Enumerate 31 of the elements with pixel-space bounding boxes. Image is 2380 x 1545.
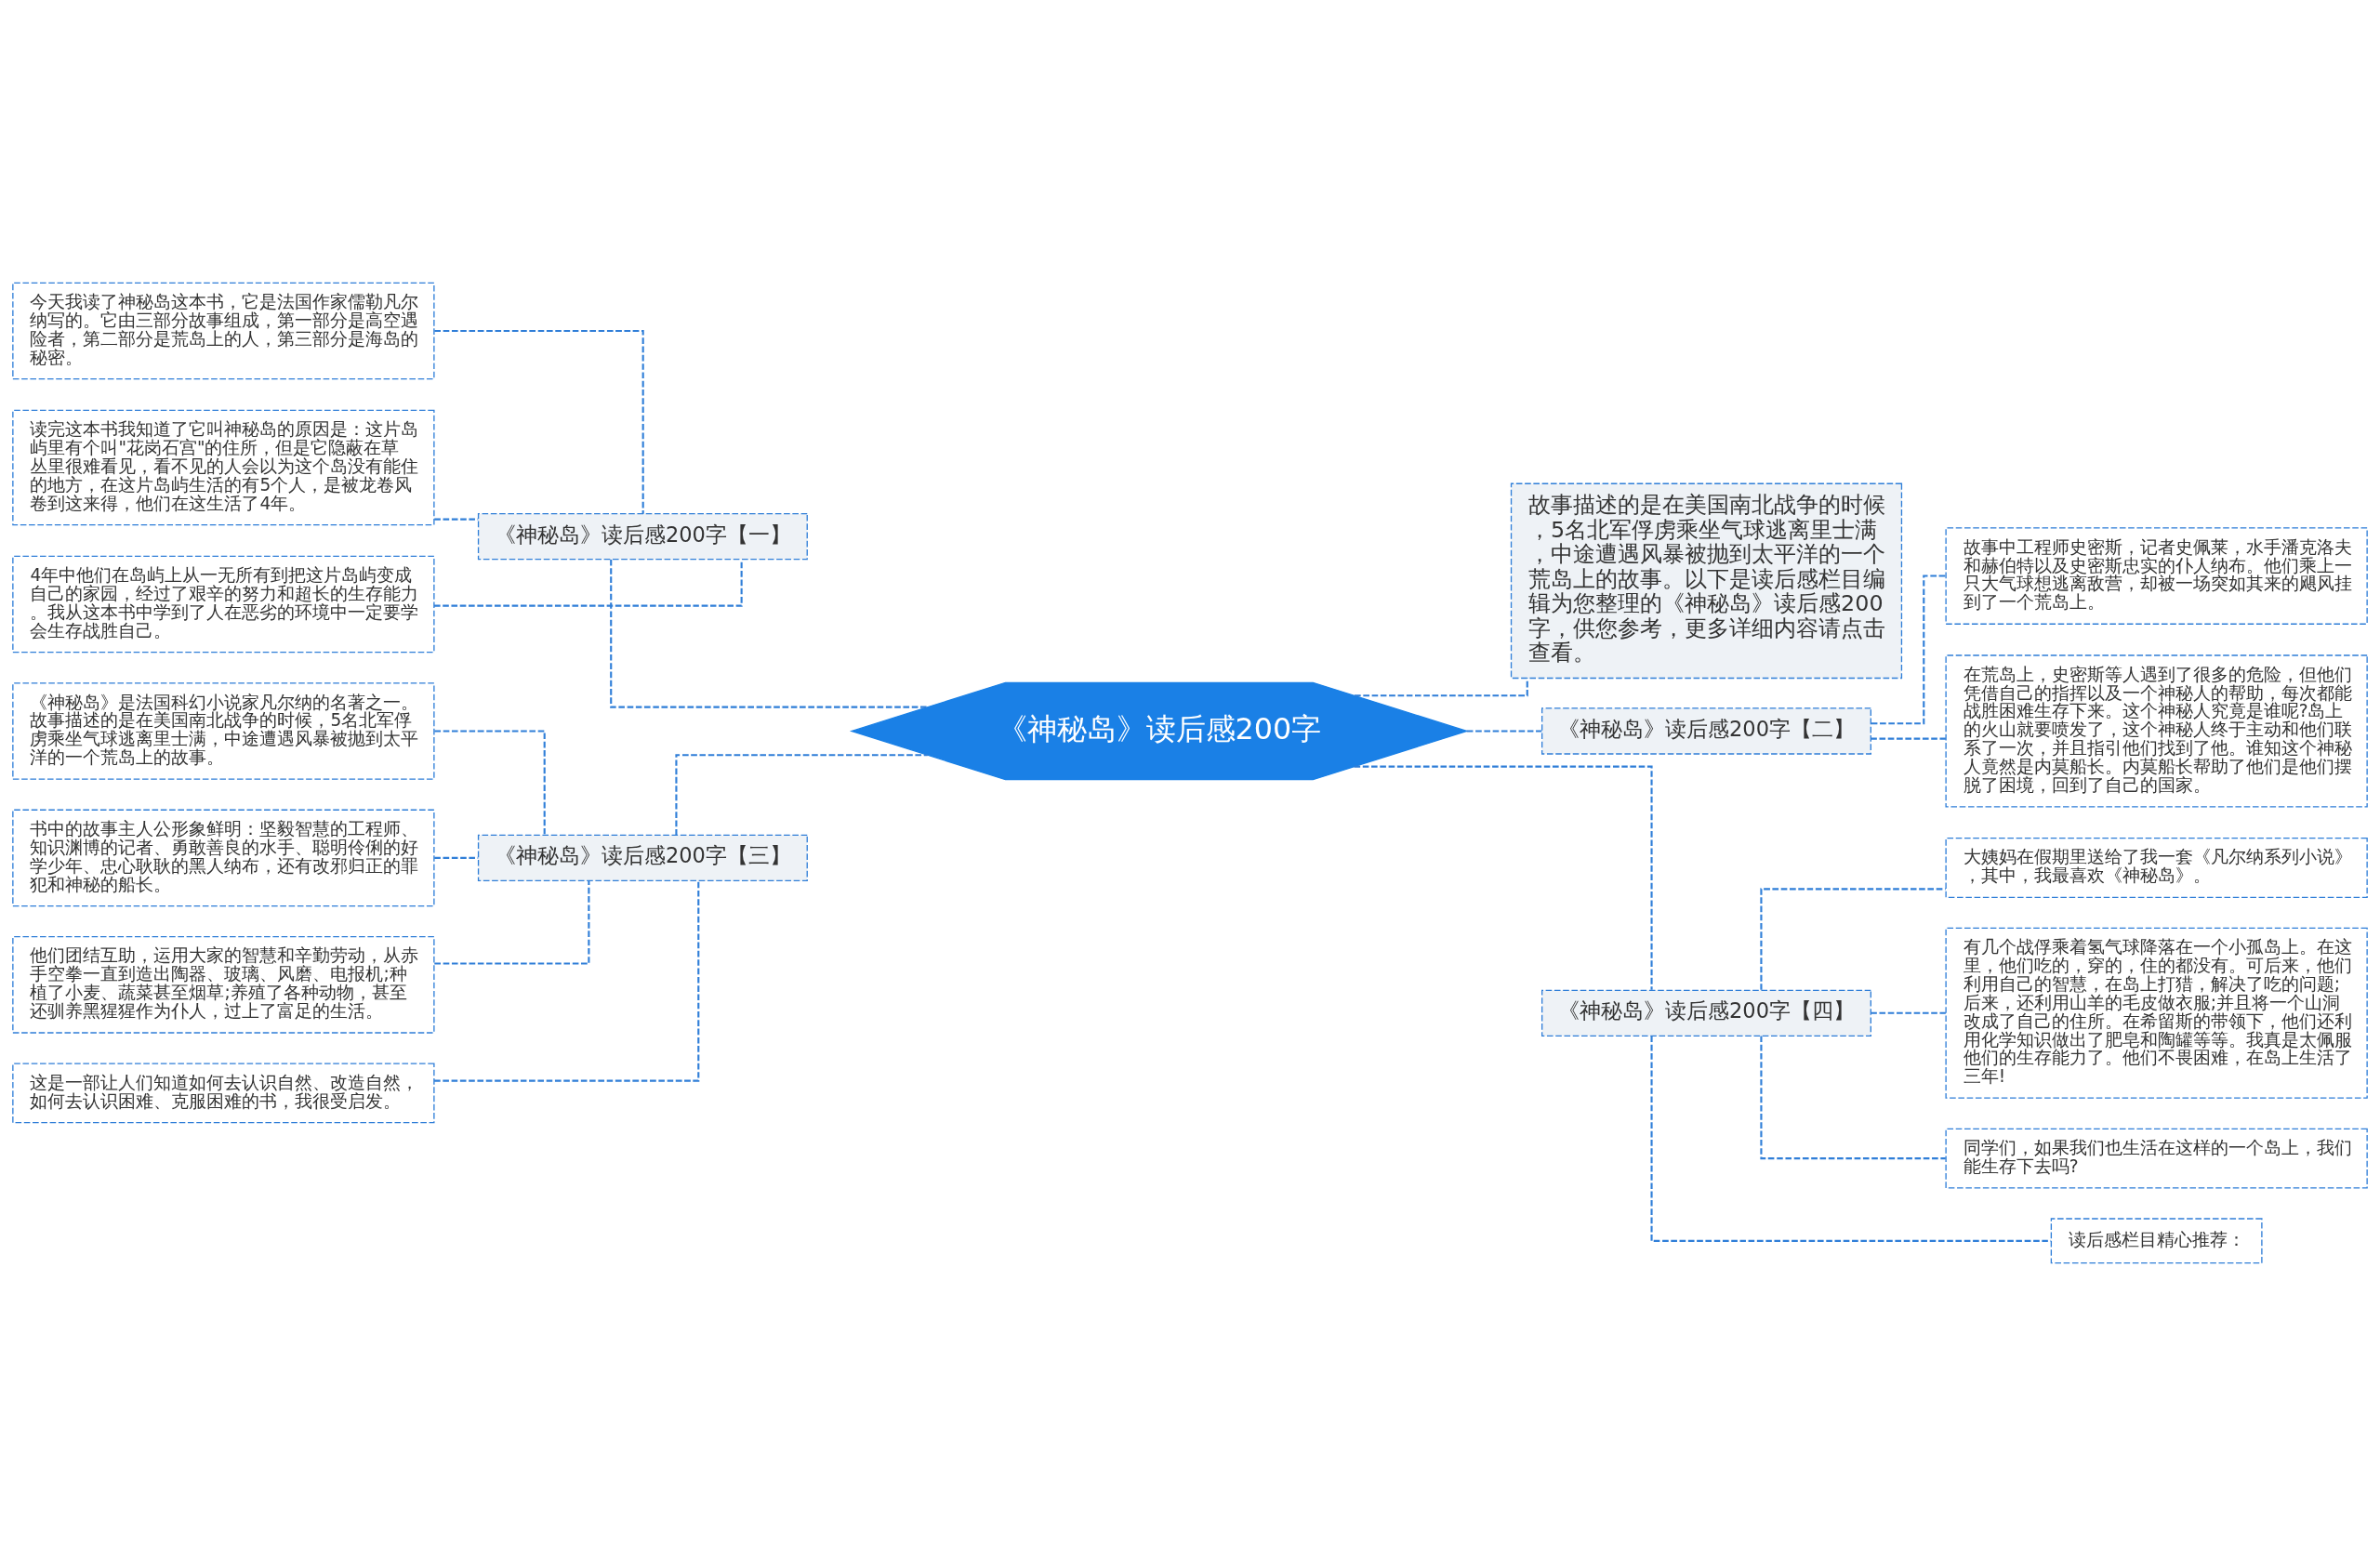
connector [1760, 887, 1946, 990]
connector [1871, 737, 1946, 740]
connector [434, 729, 546, 835]
connector [434, 880, 590, 965]
node-box: 读完这本书我知道了它叫神秘岛的原因是：这片岛屿里有个叫"花岗石宫"的住所，但是它隐蔽在草丛里很难看见，看不见的人会以为这个岛没有能住的地方，在这片岛屿生活的有5个人，是被龙卷风卷到这来得，他们在这生活了4年。 [12, 409, 435, 525]
connector [675, 753, 928, 835]
node-box: 《神秘岛》读后感200字【二】 [1541, 706, 1871, 755]
node-box: 在荒岛上，史密斯等人遇到了很多的危险，但他们凭借自己的指挥以及一个神秘人的帮助，每次都能战胜困难生存下来。这个神秘人究竟是谁呢?岛上的火山就要喷发了，这个神秘人终于主动和他们联系了一次，并且指引他们找到了他。谁知这个神秘人竟然是内莫船长。内莫船长帮助了他们是他们摆脱了困境，回到了自己的国家。 [1945, 654, 2368, 808]
connector [1650, 1036, 2051, 1242]
connector [434, 329, 644, 514]
connector [1760, 1036, 1946, 1159]
node-box: 同学们，如果我们也生活在这样的一个岛上，我们能生存下去吗? [1945, 1128, 2368, 1189]
node-box: 大姨妈在假期里送给了我一套《凡尔纳系列小说》，其中，我最喜欢《神秘岛》。 [1945, 837, 2368, 898]
node-box: 读后感栏目精心推荐： [2050, 1217, 2263, 1263]
connector [610, 559, 928, 708]
node-box: 今天我读了神秘岛这本书，它是法国作家儒勒凡尔纳写的。它由三部分故事组成，第一部分是高空遇险者，第二部分是荒岛上的人，第三部分是海岛的秘密。 [12, 282, 435, 379]
node-box: 《神秘岛》读后感200字【四】 [1541, 989, 1871, 1037]
connector [1466, 729, 1542, 732]
node-box: 故事描述的是在美国南北战争的时候，5名北军俘虏乘坐气球逃离里士满，中途遭遇风暴被抛到太平洋的一个荒岛上的故事。以下是读后感栏目编辑为您整理的《神秘岛》读后感200字，供您参考，更多详细内容请点击查看。 [1510, 482, 1903, 679]
node-box: 《神秘岛》是法国科幻小说家凡尔纳的名著之一。故事描述的是在美国南北战争的时候，5名北军俘虏乘坐气球逃离里士满，中途遭遇风暴被抛到太平洋的一个荒岛上的故事。 [12, 681, 435, 780]
node-box: 这是一部让人们知道如何去认识自然、改造自然，如何去认识困难、克服困难的书，我很受启发。 [12, 1062, 435, 1123]
node-box: 故事中工程师史密斯，记者史佩莱，水手潘克洛夫和赫伯特以及史密斯忠实的仆人纳布。他们乘上一只大气球想逃离敌营，却被一场突如其来的飓风挂到了一个荒岛上。 [1945, 526, 2368, 625]
connector [1871, 1011, 1946, 1014]
connector [1354, 765, 1653, 990]
node-box: 《神秘岛》读后感200字【一】 [477, 512, 808, 560]
node-box: 他们团结互助，运用大家的智慧和辛勤劳动，从赤手空拳一直到造出陶器、玻璃、风磨、电报机;种植了小麦、蔬菜甚至烟草;养殖了各种动物，甚至还驯养黑猩猩作为仆人，过上了富足的生活。 [12, 935, 435, 1034]
node-box: 《神秘岛》读后感200字【三】 [477, 834, 808, 881]
node-box: 4年中他们在岛屿上从一无所有到把这片岛屿变成自己的家园，经过了艰辛的努力和超长的生存能力。我从这本书中学到了人在恶劣的环境中一定要学会生存战胜自己。 [12, 555, 435, 653]
node-box: 有几个战俘乘着氢气球降落在一个小孤岛上。在这里，他们吃的，穿的，住的都没有。可后来，他们利用自己的智慧，在岛上打猎，解决了吃的问题;后来，还利用山羊的毛皮做衣服;并且将一个山洞改成了自己的住所。在希留斯的带领下，他们还利用化学知识做出了肥皂和陶罐等等。我真是太佩服他们的生存能力了。他们不畏困难，在岛上生活了三年! [1945, 927, 2368, 1099]
node-box: 书中的故事主人公形象鲜明：坚毅智慧的工程师、知识渊博的记者、勇敢善良的水手、聪明伶俐的好学少年、忠心耿耿的黑人纳布，还有改邪归正的罪犯和神秘的船长。 [12, 809, 435, 906]
connector [434, 880, 700, 1082]
